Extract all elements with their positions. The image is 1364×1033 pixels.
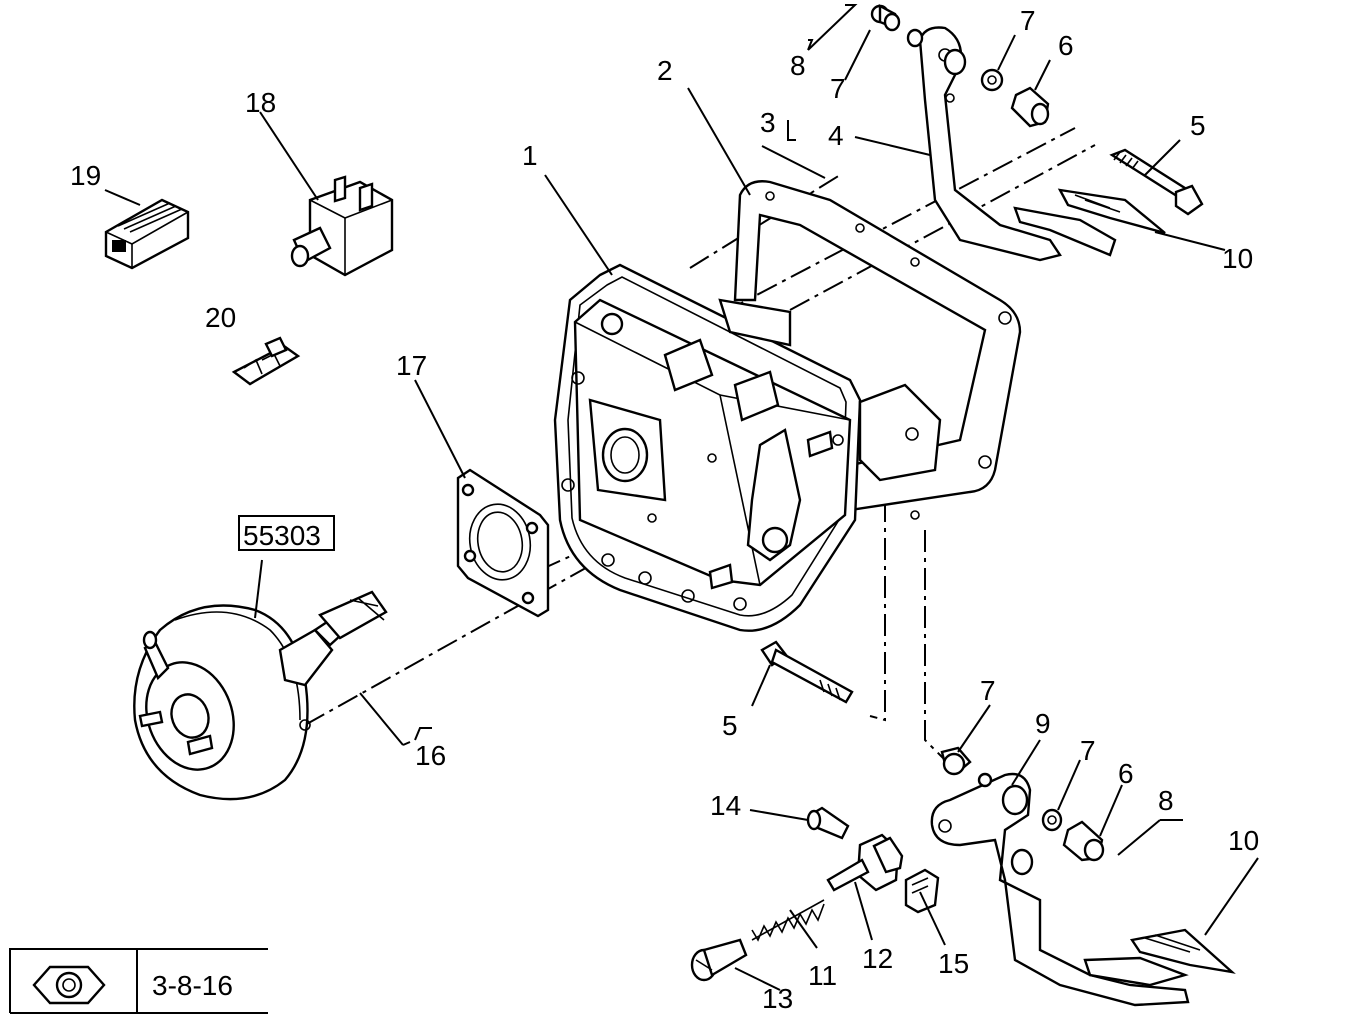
- callout-5-upper: 5: [1190, 110, 1206, 141]
- hex-nut-icon: [32, 965, 106, 1005]
- callout-2: 2: [657, 55, 673, 86]
- part-18-switch: [290, 175, 394, 277]
- callout-10-upper: 10: [1222, 243, 1253, 274]
- callout-11: 11: [808, 960, 837, 991]
- part-11-spring: [751, 899, 825, 942]
- part-7-washer-upper: [980, 68, 1004, 92]
- part-7-washer-lower: [1041, 808, 1063, 832]
- callout-6-lower: 6: [1118, 758, 1134, 789]
- callout-7-upper-right: 7: [1020, 5, 1036, 36]
- callout-9: 9: [1035, 708, 1051, 739]
- callout-13: 13: [762, 983, 793, 1014]
- callout-14: 14: [710, 790, 741, 821]
- callout-labels: 1 2 3 4 5 5 6 6 7 7 7 7 8 8 9 10 10 11 1…: [70, 5, 1259, 1014]
- part-14-pin: [806, 806, 850, 840]
- reference-box: 55303: [238, 515, 335, 551]
- legend-box: 3-8-16: [9, 948, 268, 1014]
- part-5-bolt-middle: [760, 640, 854, 704]
- callout-12: 12: [862, 943, 893, 974]
- callout-5-middle: 5: [722, 710, 738, 741]
- callout-1: 1: [522, 140, 538, 171]
- callout-8-lower: 8: [1158, 785, 1174, 816]
- part-8-7-bushing-upper-left: [870, 4, 901, 32]
- part-1-pedal-box: [553, 263, 942, 632]
- callout-4: 4: [828, 120, 844, 151]
- brake-booster-55303: [133, 590, 388, 801]
- part-6-bushing-upper: [1010, 86, 1050, 128]
- part-5-bolt-upper: [1109, 148, 1204, 216]
- callout-20: 20: [205, 302, 236, 333]
- legend-code: 3-8-16: [152, 970, 233, 1001]
- part-15-clip: [904, 868, 940, 914]
- part-13-screw: [690, 938, 748, 982]
- callout-10-lower: 10: [1228, 825, 1259, 856]
- part-20-terminal: [231, 336, 301, 386]
- callout-7-lower-right: 7: [1080, 735, 1096, 766]
- part-7-bushing-lower-left: [940, 746, 972, 776]
- callout-7-lower-left: 7: [980, 675, 996, 706]
- part-9-pedal-lower: [930, 772, 1236, 1007]
- part-19-connector: [104, 198, 190, 270]
- leader-lines: [104, 4, 1259, 991]
- callout-6-upper: 6: [1058, 30, 1074, 61]
- callout-18: 18: [245, 87, 276, 118]
- center-lines: [304, 127, 1096, 761]
- part-17-gasket: [456, 468, 550, 618]
- callout-7-upper-left: 7: [830, 73, 846, 104]
- part-4-pedal-upper: [906, 26, 1166, 262]
- callout-8-upper: 8: [790, 50, 806, 81]
- callout-19: 19: [70, 160, 101, 191]
- callout-3: 3: [760, 107, 776, 138]
- part-6-bushing-lower: [1062, 820, 1105, 862]
- part-12-switch: [826, 833, 904, 892]
- callout-16: 16: [415, 740, 446, 771]
- reference-number: 55303: [243, 520, 321, 551]
- callout-17: 17: [396, 350, 427, 381]
- callout-15: 15: [938, 948, 969, 979]
